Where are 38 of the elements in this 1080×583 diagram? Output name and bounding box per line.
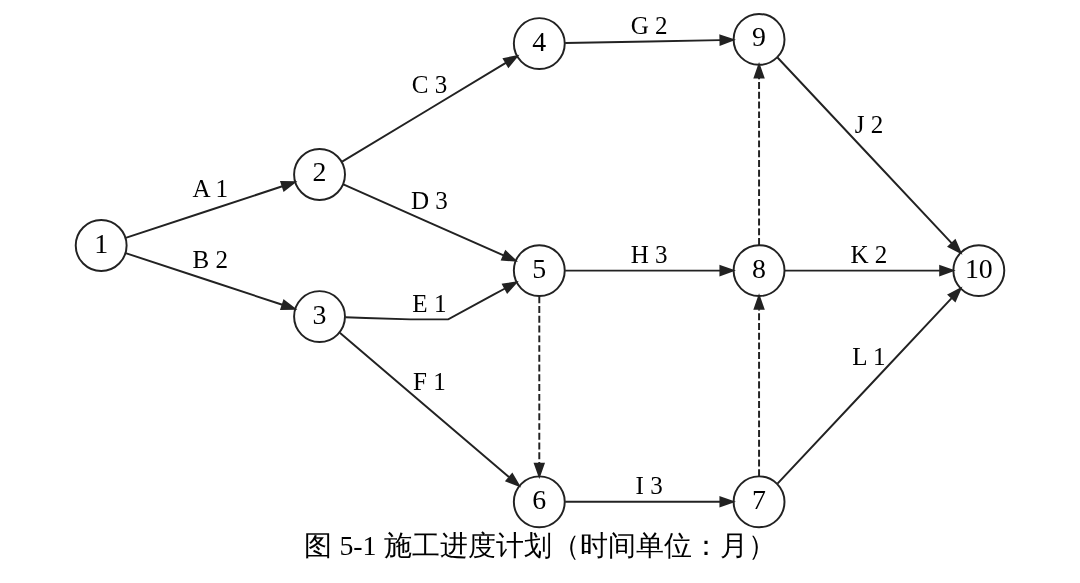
arrow bbox=[776, 286, 963, 485]
arrow bbox=[342, 183, 518, 262]
edge-label: K 2 bbox=[850, 240, 888, 268]
arrow bbox=[753, 293, 765, 478]
node-circle: 10 bbox=[952, 244, 1006, 298]
arrow bbox=[783, 264, 956, 277]
arrow bbox=[124, 252, 298, 311]
arrow bbox=[564, 34, 736, 46]
arrow bbox=[776, 56, 963, 255]
arrow bbox=[344, 281, 519, 321]
edge-label: B 2 bbox=[192, 246, 229, 274]
edge-label: E 1 bbox=[412, 289, 447, 317]
edge-label: G 2 bbox=[630, 12, 668, 40]
arrow bbox=[753, 62, 765, 246]
node-circle: 6 bbox=[512, 475, 566, 529]
edge-label: H 3 bbox=[630, 240, 668, 268]
edge-label: A 1 bbox=[192, 175, 229, 203]
arrow bbox=[124, 181, 298, 239]
node-circle: 9 bbox=[732, 12, 786, 66]
node-circle: 2 bbox=[293, 148, 346, 201]
edge-label: C 3 bbox=[411, 70, 448, 98]
node-circle: 4 bbox=[512, 17, 566, 70]
edge-label: J 2 bbox=[854, 111, 884, 139]
arrow bbox=[341, 54, 520, 163]
node-circle: 8 bbox=[732, 244, 786, 298]
arrow bbox=[564, 496, 736, 508]
arrow bbox=[533, 295, 546, 480]
edge-label: D 3 bbox=[410, 186, 448, 214]
node-circle: 1 bbox=[74, 219, 128, 272]
arrow bbox=[564, 264, 736, 277]
node-circle: 5 bbox=[512, 244, 566, 298]
edge-label: I 3 bbox=[635, 472, 663, 500]
caption: 图 5-1 施工进度计划（时间单位：月） bbox=[304, 530, 776, 562]
edge-label: L 1 bbox=[852, 342, 886, 370]
arrow bbox=[338, 331, 522, 488]
edge-label: F 1 bbox=[413, 367, 446, 395]
node-circle: 7 bbox=[732, 475, 786, 529]
node-circle: 3 bbox=[293, 290, 346, 343]
